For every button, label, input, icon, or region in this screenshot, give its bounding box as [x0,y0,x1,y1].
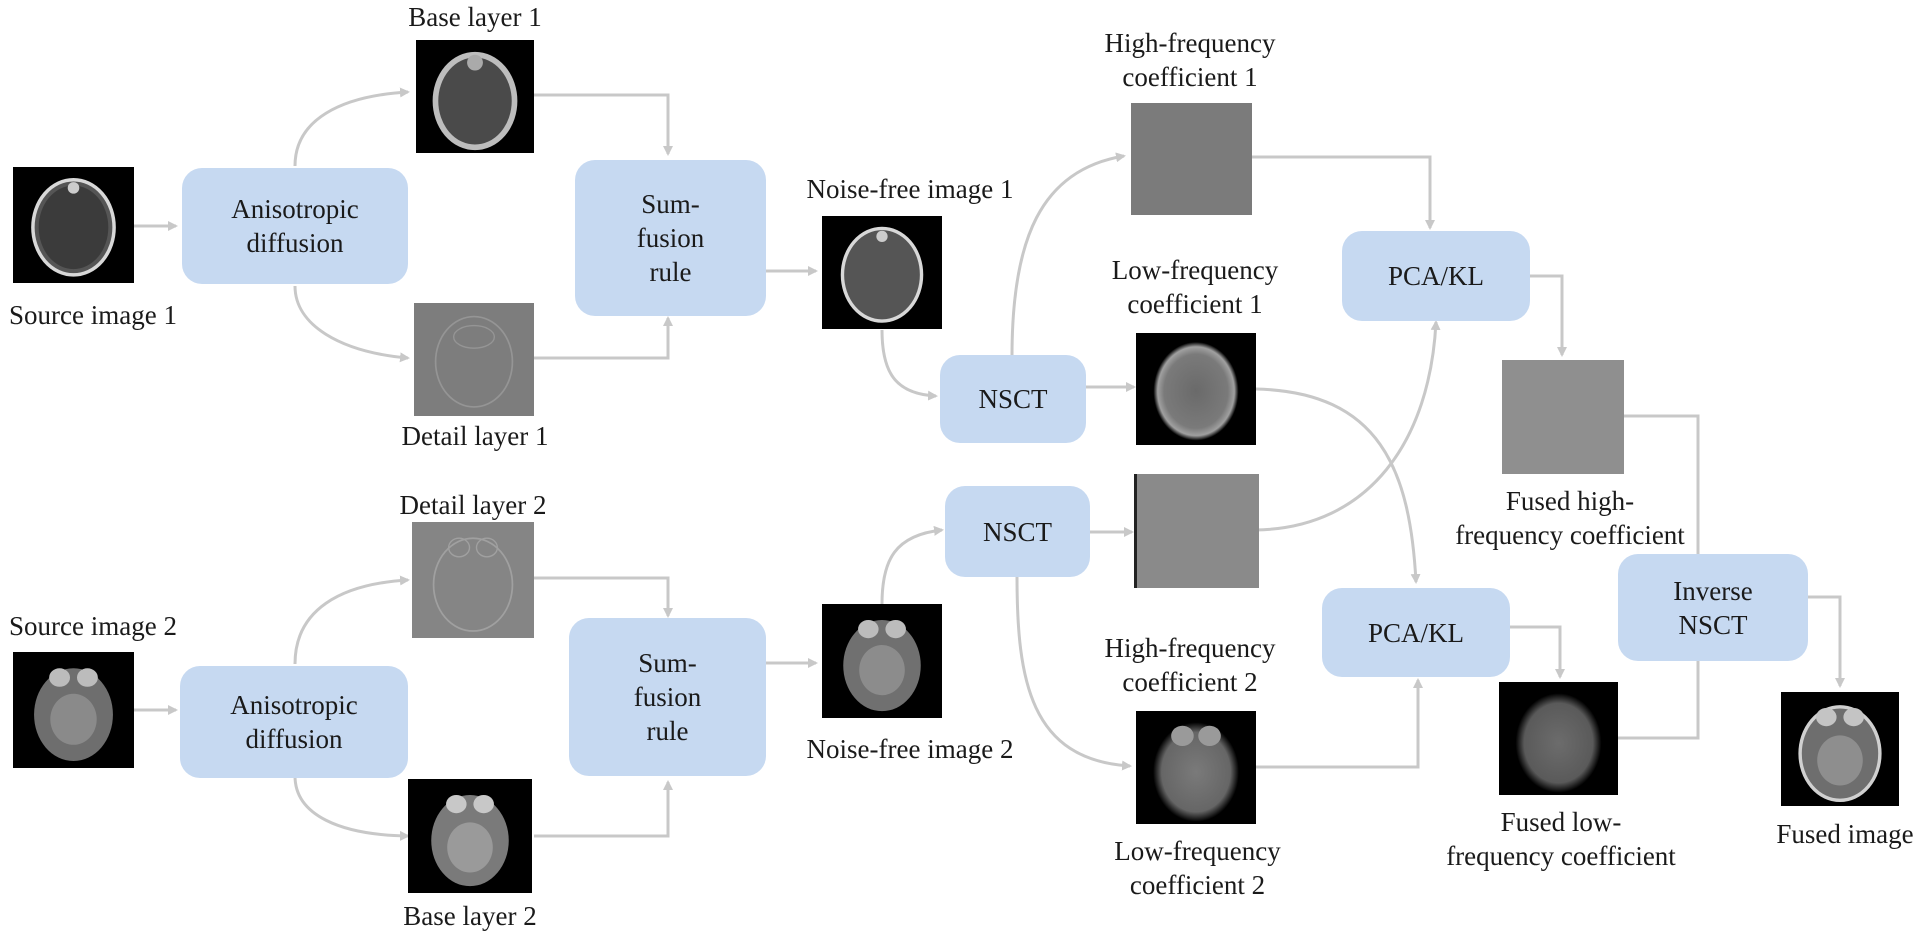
high-frequency-coefficient-1-label: High-frequency coefficient 1 [1104,28,1276,92]
source-image-2-label: Source image 2 [9,611,177,641]
noise-free-image-1-thumbnail [822,216,942,329]
arrow-nsct1-to-high1 [1010,152,1126,357]
fused-high-frequency-coefficient-thumbnail [1502,360,1624,474]
low-frequency-coefficient-1-label: Low-frequency coefficient 1 [1111,255,1279,319]
low-frequency-coefficient-1-thumbnail [1136,333,1256,445]
detail-layer-2-label: Detail layer 2 [399,490,547,520]
arrow-nsct2-to-high2 [1015,575,1132,771]
high-frequency-coefficient-2-label: High-frequency coefficient 2 [1104,633,1276,697]
noise-free-image-2-thumbnail [822,604,942,718]
fused-low-frequency-coefficient-thumbnail [1499,682,1618,795]
line-fusedlow-to-inverse [1618,654,1700,740]
pca-kl-box-high: PCA/KL [1342,231,1530,321]
arrow-base2-to-sumfusion2 [534,780,673,838]
arrow-noisefree2-to-nsct2 [880,525,944,605]
low-frequency-coefficient-2-label: Low-frequency coefficient 2 [1114,836,1281,900]
inverse-nsct-box: Inverse NSCT [1618,554,1808,661]
fused-low-frequency-coefficient-label: Fused low- frequency coefficient [1446,807,1676,871]
arrow-base1-to-sumfusion1 [534,93,673,156]
base-layer-2-label: Base layer 2 [403,901,537,931]
fused-image-label: Fused image [1776,819,1914,849]
base-layer-1-thumbnail [416,40,534,153]
arrow-inverse-to-fusedimage [1808,595,1845,688]
anisotropic-diffusion-box-2: Anisotropic diffusion [180,666,408,778]
base-layer-1-label: Base layer 1 [408,2,542,32]
noise-free-image-2-label: Noise-free image 2 [806,734,1014,764]
arrow-diffusion1-to-base1 [293,87,410,167]
noise-free-image-1-label: Noise-free image 1 [806,174,1014,204]
high-frequency-coefficient-2-thumbnail [1134,474,1259,588]
line-fusedhigh-to-inverse [1624,414,1700,555]
sum-fusion-rule-box-2: Sum- fusion rule [569,618,766,776]
base-layer-2-thumbnail [408,779,532,893]
arrow-high2-to-pcakl-low [1256,678,1423,769]
nsct-box-1: NSCT [940,355,1086,443]
arrow-diffusion2-to-detail2 [293,575,410,665]
arrow-pcakl-low-to-fusedlow [1510,625,1565,679]
arrow-low1-to-pcakl-low [1255,387,1421,584]
source-image-1-thumbnail [13,167,134,283]
arrow-diffusion1-to-detail1 [293,285,410,363]
fused-high-frequency-coefficient-label: Fused high- frequency coefficient [1455,486,1685,550]
source-image-1-label: Source image 1 [9,300,177,330]
pca-kl-box-low: PCA/KL [1322,588,1510,677]
anisotropic-diffusion-box-1: Anisotropic diffusion [182,168,408,284]
fused-image-thumbnail [1781,692,1899,806]
arrow-pcakl-high-to-fusedhigh [1530,274,1567,357]
detail-layer-2-thumbnail [412,522,534,638]
high-frequency-coefficient-1-thumbnail [1131,103,1252,215]
arrow-coef-to-pcakl-high [1255,320,1441,532]
arrow-detail1-to-sumfusion1 [534,316,673,360]
nsct-box-2: NSCT [945,486,1090,577]
detail-layer-1-label: Detail layer 1 [401,421,549,451]
low-frequency-coefficient-2-thumbnail [1136,711,1256,824]
arrow-diffusion2-to-base2 [293,775,410,841]
source-image-2-thumbnail [13,652,134,768]
arrow-noisefree1-to-nsct1 [880,329,938,401]
arrow-detail2-to-sumfusion2 [534,576,673,618]
detail-layer-1-thumbnail [414,303,534,416]
arrow-high1-to-pcakl-high [1252,155,1435,230]
sum-fusion-rule-box-1: Sum- fusion rule [575,160,766,316]
